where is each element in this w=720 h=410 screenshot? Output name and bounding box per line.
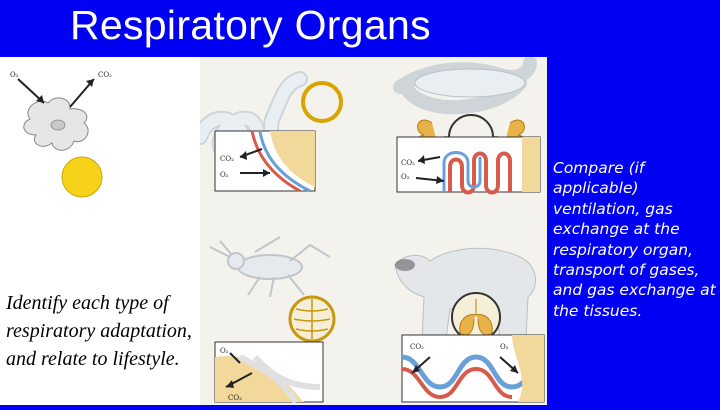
lungs — [459, 299, 493, 336]
svg-text:CO₂: CO₂ — [220, 155, 234, 163]
respiratory-organs-figure: CO₂ O₂ CO₂ O₂ — [192, 56, 547, 405]
o2-label: O₂ — [10, 71, 19, 79]
svg-text:O₂: O₂ — [220, 171, 229, 179]
diffusion-diagram: O₂ CO₂ — [10, 71, 112, 198]
co2-label: CO₂ — [98, 71, 112, 79]
svg-text:CO₂: CO₂ — [228, 394, 242, 402]
identify-prompt: Identify each type of respiratory adapta… — [6, 292, 192, 370]
cell-cross-section — [61, 156, 103, 198]
svg-text:CO₂: CO₂ — [401, 159, 415, 167]
organ-illustrations: CO₂ O₂ CO₂ O₂ — [192, 56, 545, 404]
svg-text:CO₂: CO₂ — [410, 343, 424, 351]
trachea-o2-arrow — [229, 352, 241, 364]
left-panel: O₂ CO₂ Identify each type of respiratory… — [0, 57, 200, 405]
svg-text:O₂: O₂ — [220, 347, 229, 355]
skin-cross-section — [301, 81, 343, 123]
compare-prompt: Compare (if applicable) ventilation, gas… — [553, 159, 716, 320]
svg-text:O₂: O₂ — [401, 173, 410, 181]
slide-title: Respiratory Organs — [70, 2, 431, 48]
grasshopper — [209, 236, 331, 298]
svg-text:O₂: O₂ — [500, 343, 509, 351]
